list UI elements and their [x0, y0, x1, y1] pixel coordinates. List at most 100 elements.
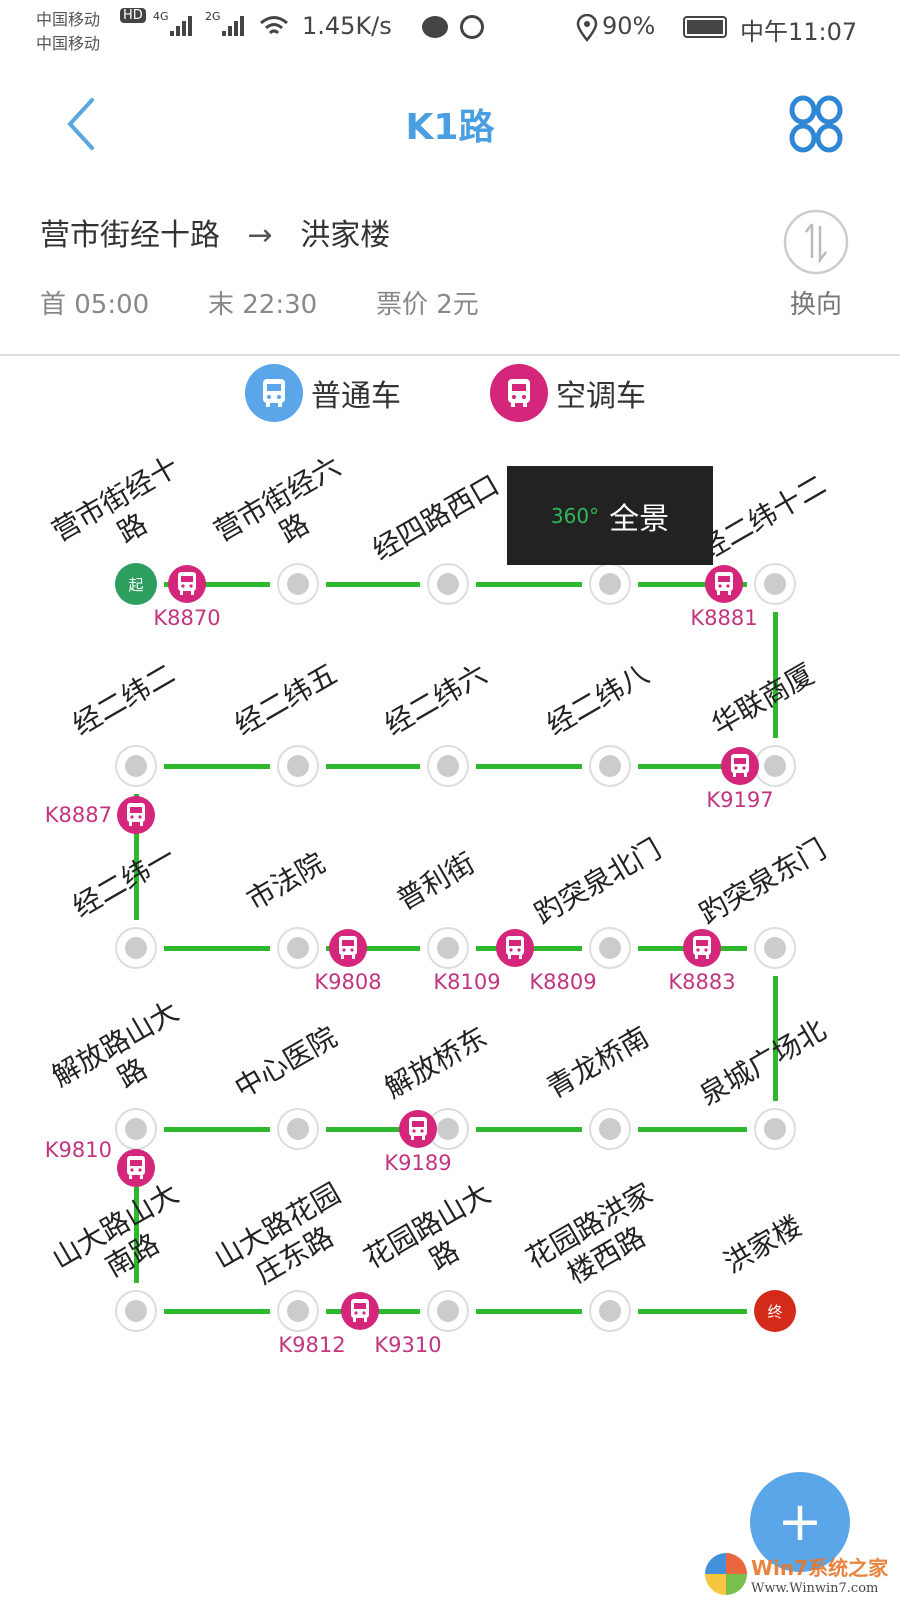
bus-marker[interactable]	[168, 565, 206, 603]
station-node[interactable]	[589, 563, 631, 605]
plus-icon: +	[777, 1490, 823, 1553]
station-dot-icon	[764, 937, 786, 959]
station-name[interactable]: 解放路山大 路	[46, 994, 185, 1095]
station-name[interactable]: 泉城广场北	[693, 1013, 832, 1112]
wechat-icon	[422, 16, 448, 38]
station-name[interactable]: 普利街	[391, 846, 481, 917]
route-segment	[164, 1126, 270, 1132]
bus-plate: K8887	[44, 803, 112, 827]
station-node[interactable]	[115, 927, 157, 969]
grid-icon	[789, 95, 843, 153]
station-dot-icon	[599, 755, 621, 777]
station-name[interactable]: 经二纬八	[540, 657, 655, 742]
swap-icon	[783, 209, 849, 275]
station-name[interactable]: 经二纬六	[378, 657, 493, 742]
add-button[interactable]: +	[750, 1472, 850, 1572]
station-name[interactable]: 花园路山大 路	[358, 1176, 497, 1277]
bus-marker[interactable]	[117, 796, 155, 834]
station-node[interactable]	[427, 1290, 469, 1332]
bus-icon	[127, 1156, 145, 1179]
station-dot-icon	[125, 937, 147, 959]
station-dot-icon	[599, 937, 621, 959]
station-name[interactable]: 趵突泉东门	[693, 832, 832, 931]
signal-4g-icon: 4G	[153, 10, 169, 23]
bus-marker[interactable]	[341, 1292, 379, 1330]
station-dot-icon	[764, 573, 786, 595]
bus-marker[interactable]	[399, 1110, 437, 1148]
bus-icon	[409, 1117, 427, 1140]
bus-marker[interactable]	[721, 747, 759, 785]
arrow-right-icon: →	[247, 218, 273, 253]
back-button[interactable]	[58, 94, 108, 154]
station-name[interactable]: 趵突泉北门	[528, 832, 667, 931]
station-name[interactable]: 洪家楼	[718, 1209, 808, 1280]
bus-plate: K8870	[153, 606, 221, 630]
station-name[interactable]: 经二纬二	[66, 657, 181, 742]
bus-marker[interactable]	[683, 929, 721, 967]
station-name[interactable]: 经二纬一	[66, 839, 181, 924]
bus-plate: K9808	[314, 970, 382, 994]
route-direction: 营市街经十路 → 洪家楼	[40, 210, 390, 254]
station-name[interactable]: 花园路洪家 楼西路	[520, 1176, 659, 1291]
station-dot-icon	[287, 1300, 309, 1322]
route-to: 洪家楼	[300, 218, 391, 253]
station-node[interactable]	[115, 745, 157, 787]
watermark-brand: Win7系统之家	[751, 1556, 889, 1580]
station-node[interactable]	[277, 927, 319, 969]
bus-marker[interactable]	[329, 929, 367, 967]
bus-icon	[715, 572, 733, 595]
station-name[interactable]: 营市街经十 路	[46, 449, 185, 550]
route-segment	[326, 945, 420, 951]
net-speed: 1.45K/s	[302, 12, 392, 40]
bus-marker[interactable]	[705, 565, 743, 603]
station-name[interactable]: 经四路西口	[366, 468, 505, 567]
station-node[interactable]	[427, 563, 469, 605]
station-name[interactable]: 中心医院	[228, 1020, 343, 1105]
watermark: Win7系统之家 Www.Winwin7.com	[705, 1552, 888, 1596]
windows-logo-icon	[705, 1553, 747, 1595]
station-name[interactable]: 华联商厦	[705, 657, 820, 742]
station-node[interactable]	[589, 927, 631, 969]
bus-icon	[245, 364, 303, 422]
station-node[interactable]	[754, 927, 796, 969]
route-segment	[638, 1308, 747, 1314]
station-name[interactable]: 市法院	[241, 846, 331, 917]
bus-plate: K9810	[44, 1138, 112, 1162]
station-name[interactable]: 营市街经六 路	[208, 449, 347, 550]
station-name[interactable]: 经二纬十二	[693, 468, 832, 567]
station-name[interactable]: 经二纬五	[228, 657, 343, 742]
station-node[interactable]	[427, 745, 469, 787]
station-dot-icon	[437, 573, 459, 595]
station-node[interactable]	[277, 1108, 319, 1150]
end-station-marker[interactable]: 终	[754, 1290, 796, 1332]
station-name[interactable]: 解放桥东	[378, 1020, 493, 1105]
station-name[interactable]: 山大路山大 南路	[46, 1176, 185, 1284]
signal-bars-icon	[170, 16, 192, 36]
station-node[interactable]	[754, 745, 796, 787]
bus-plate: K8109	[433, 970, 501, 994]
watermark-url: Www.Winwin7.com	[751, 1581, 879, 1596]
station-node[interactable]	[589, 1108, 631, 1150]
menu-button[interactable]	[786, 94, 846, 154]
bus-marker[interactable]	[117, 1149, 155, 1187]
swap-direction-button[interactable]: 换向	[776, 208, 856, 321]
station-node[interactable]	[754, 1108, 796, 1150]
panorama-label: 全景	[609, 501, 670, 537]
panorama-button[interactable]: 360° 全景	[507, 466, 713, 565]
station-name[interactable]: 山大路花园 庄东路	[208, 1176, 347, 1291]
station-node[interactable]	[115, 1108, 157, 1150]
station-node[interactable]	[277, 563, 319, 605]
station-node[interactable]	[589, 1290, 631, 1332]
station-name[interactable]: 青龙桥南	[540, 1020, 655, 1105]
station-node[interactable]	[589, 745, 631, 787]
start-station-marker[interactable]: 起	[115, 563, 157, 605]
station-node[interactable]	[115, 1290, 157, 1332]
route-segment	[476, 1126, 582, 1132]
station-node[interactable]	[277, 1290, 319, 1332]
station-node[interactable]	[427, 927, 469, 969]
hd-icon: HD	[120, 8, 146, 23]
route-segment	[772, 976, 778, 1101]
station-node[interactable]	[277, 745, 319, 787]
station-node[interactable]	[754, 563, 796, 605]
bus-marker[interactable]	[496, 929, 534, 967]
